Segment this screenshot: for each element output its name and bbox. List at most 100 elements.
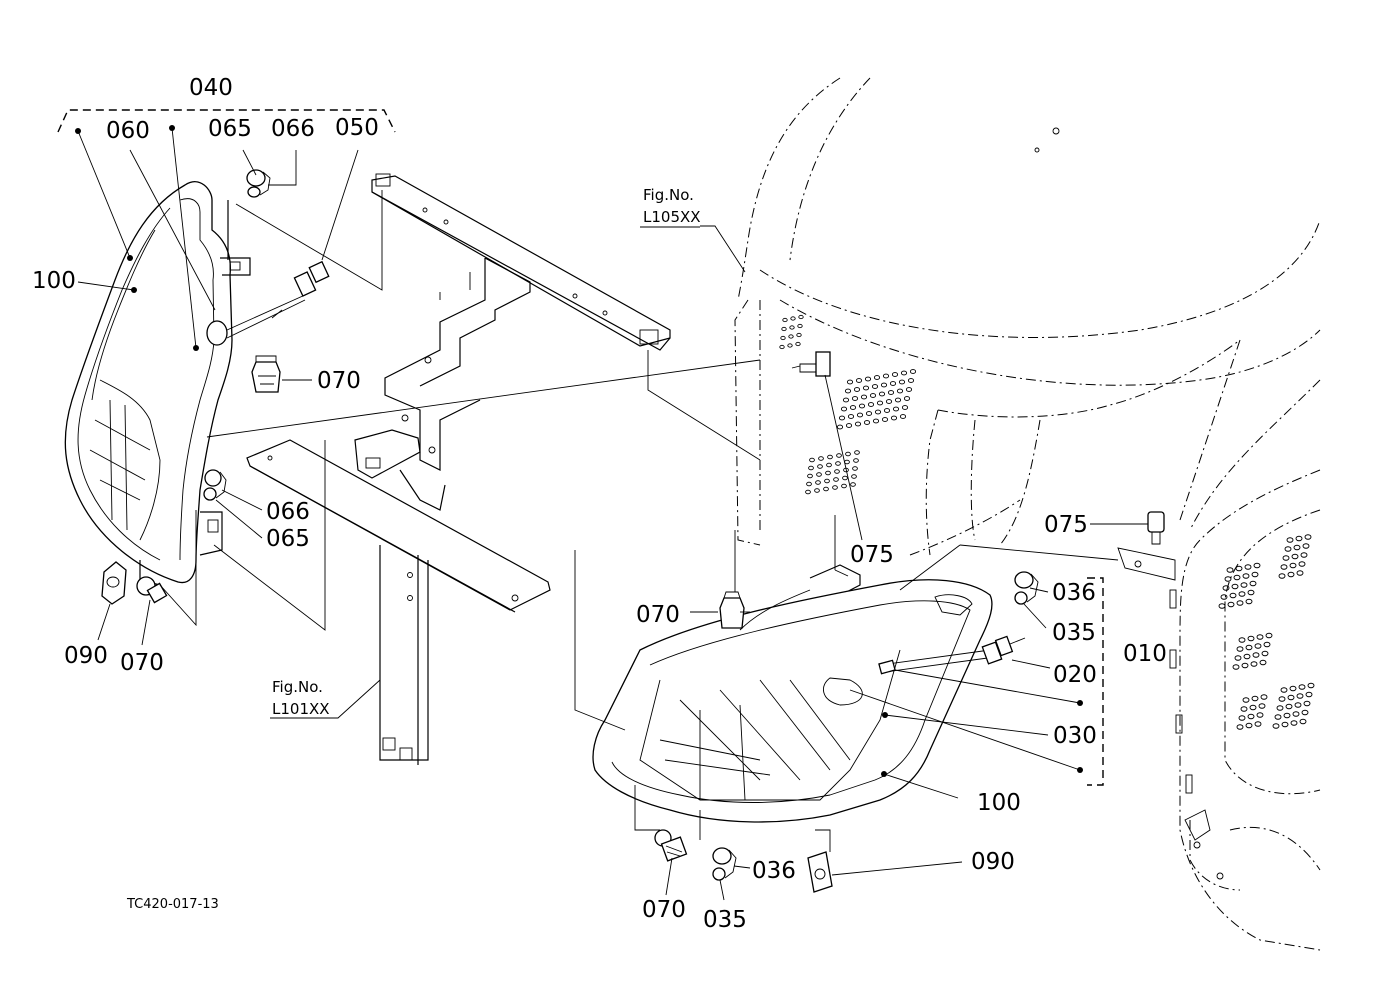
label-030: 030 [1053,723,1097,749]
clip-icon [712,847,737,881]
grille-hole [878,391,886,397]
label-060: 060 [106,118,150,144]
grille-hole [808,465,814,471]
grille-hole [834,469,840,474]
nut-icon [101,561,127,605]
grille-hole [882,373,890,379]
grille-hole [1236,600,1244,606]
grille-hole [1218,603,1226,609]
grille-hole [836,453,842,458]
grille-hole [854,450,860,455]
grille-hole [855,378,863,383]
grille-hole [1241,662,1249,669]
grille-hole [798,314,804,320]
grille-hole [782,317,788,323]
label-050: 050 [335,115,379,141]
grille-hole [885,399,893,404]
grille-hole [1304,534,1312,540]
grille-hole [851,396,859,401]
grille-hole [1250,661,1258,667]
grille-hole [896,388,904,394]
grille-hole [891,372,899,377]
grille-hole [1235,565,1243,572]
grille-hole [862,385,870,391]
grille-hole [1247,589,1255,596]
grille-hole [1286,537,1294,543]
drawing-code: TC420-017-13 [126,897,219,912]
grille-hole [1249,704,1257,711]
label-036-top: 036 [1052,580,1096,606]
fig-ref-l105-line1: Fig.No. [643,186,694,204]
label-075-right: 075 [1044,512,1088,538]
grille-hole [1263,641,1271,648]
grille-hole [1260,694,1268,700]
grille-hole [1240,706,1248,712]
grille-hole [1272,723,1280,729]
grille-hole [880,382,888,388]
grille-hole [835,461,841,466]
grille-hole [1245,722,1253,729]
fig-ref-l101-line1: Fig.No. [272,678,323,696]
grille-hole [856,412,864,418]
grille-hole [1292,711,1300,717]
label-040: 040 [189,75,233,101]
grille-hole [852,466,858,471]
grille-hole [905,387,913,392]
grommet-icon [654,829,688,862]
grille-hole [853,458,859,463]
grille-hole [790,316,796,321]
grille-hole [1232,664,1240,670]
label-035-top: 035 [1052,620,1096,646]
grille-hole [867,402,875,407]
grille-hole [842,397,850,403]
grille-hole [840,406,848,412]
grille-hole [1293,544,1301,551]
grille-hole [854,421,862,427]
grille-hole [795,341,801,347]
tractor-hood [734,77,1321,556]
grille-hole [1282,555,1290,561]
grille-hole [1251,571,1259,578]
grille-hole [873,375,881,380]
grille-hole [1247,635,1255,642]
grille-hole [860,394,868,400]
grille-hole [883,408,891,413]
grille-hole [864,376,872,382]
hood-grille [779,314,917,495]
grille-hole [889,381,897,386]
grille-hole [1236,724,1244,730]
grille-hole [903,396,911,401]
grille-hole [899,414,907,419]
grille-hole [1261,650,1269,657]
grille-hole [887,390,895,395]
grille-hole [841,483,847,489]
bolt-icon [1147,511,1165,545]
grille-hole [788,334,794,339]
part-labels: 040 060 065 066 050 100 070 066 065 090 … [32,75,1167,933]
grille-hole [863,420,871,425]
grille-hole [842,475,848,481]
grille-hole [894,397,902,403]
grille-hole [853,387,861,392]
right-headlamp [592,579,1026,823]
label-065-top: 065 [208,116,252,142]
grille-hole [898,379,906,385]
grille-hole [809,457,815,463]
label-010: 010 [1123,641,1167,667]
grille-hole [1247,713,1255,720]
grille-hole [1299,718,1307,725]
grille-hole [844,459,850,465]
grille-hole [1302,543,1310,549]
grille-hole [1256,712,1264,718]
grille-hole [1243,653,1251,660]
clip-icon [203,469,227,501]
grille-hole [850,482,856,487]
grille-hole [1242,573,1250,579]
grille-hole [1226,567,1234,573]
grille-hole [1265,632,1273,639]
grille-hole [1256,634,1264,640]
grille-hole [1274,714,1282,720]
grille-hole [1258,703,1266,709]
grille-hole [826,462,832,468]
grille-hole [1287,694,1295,701]
